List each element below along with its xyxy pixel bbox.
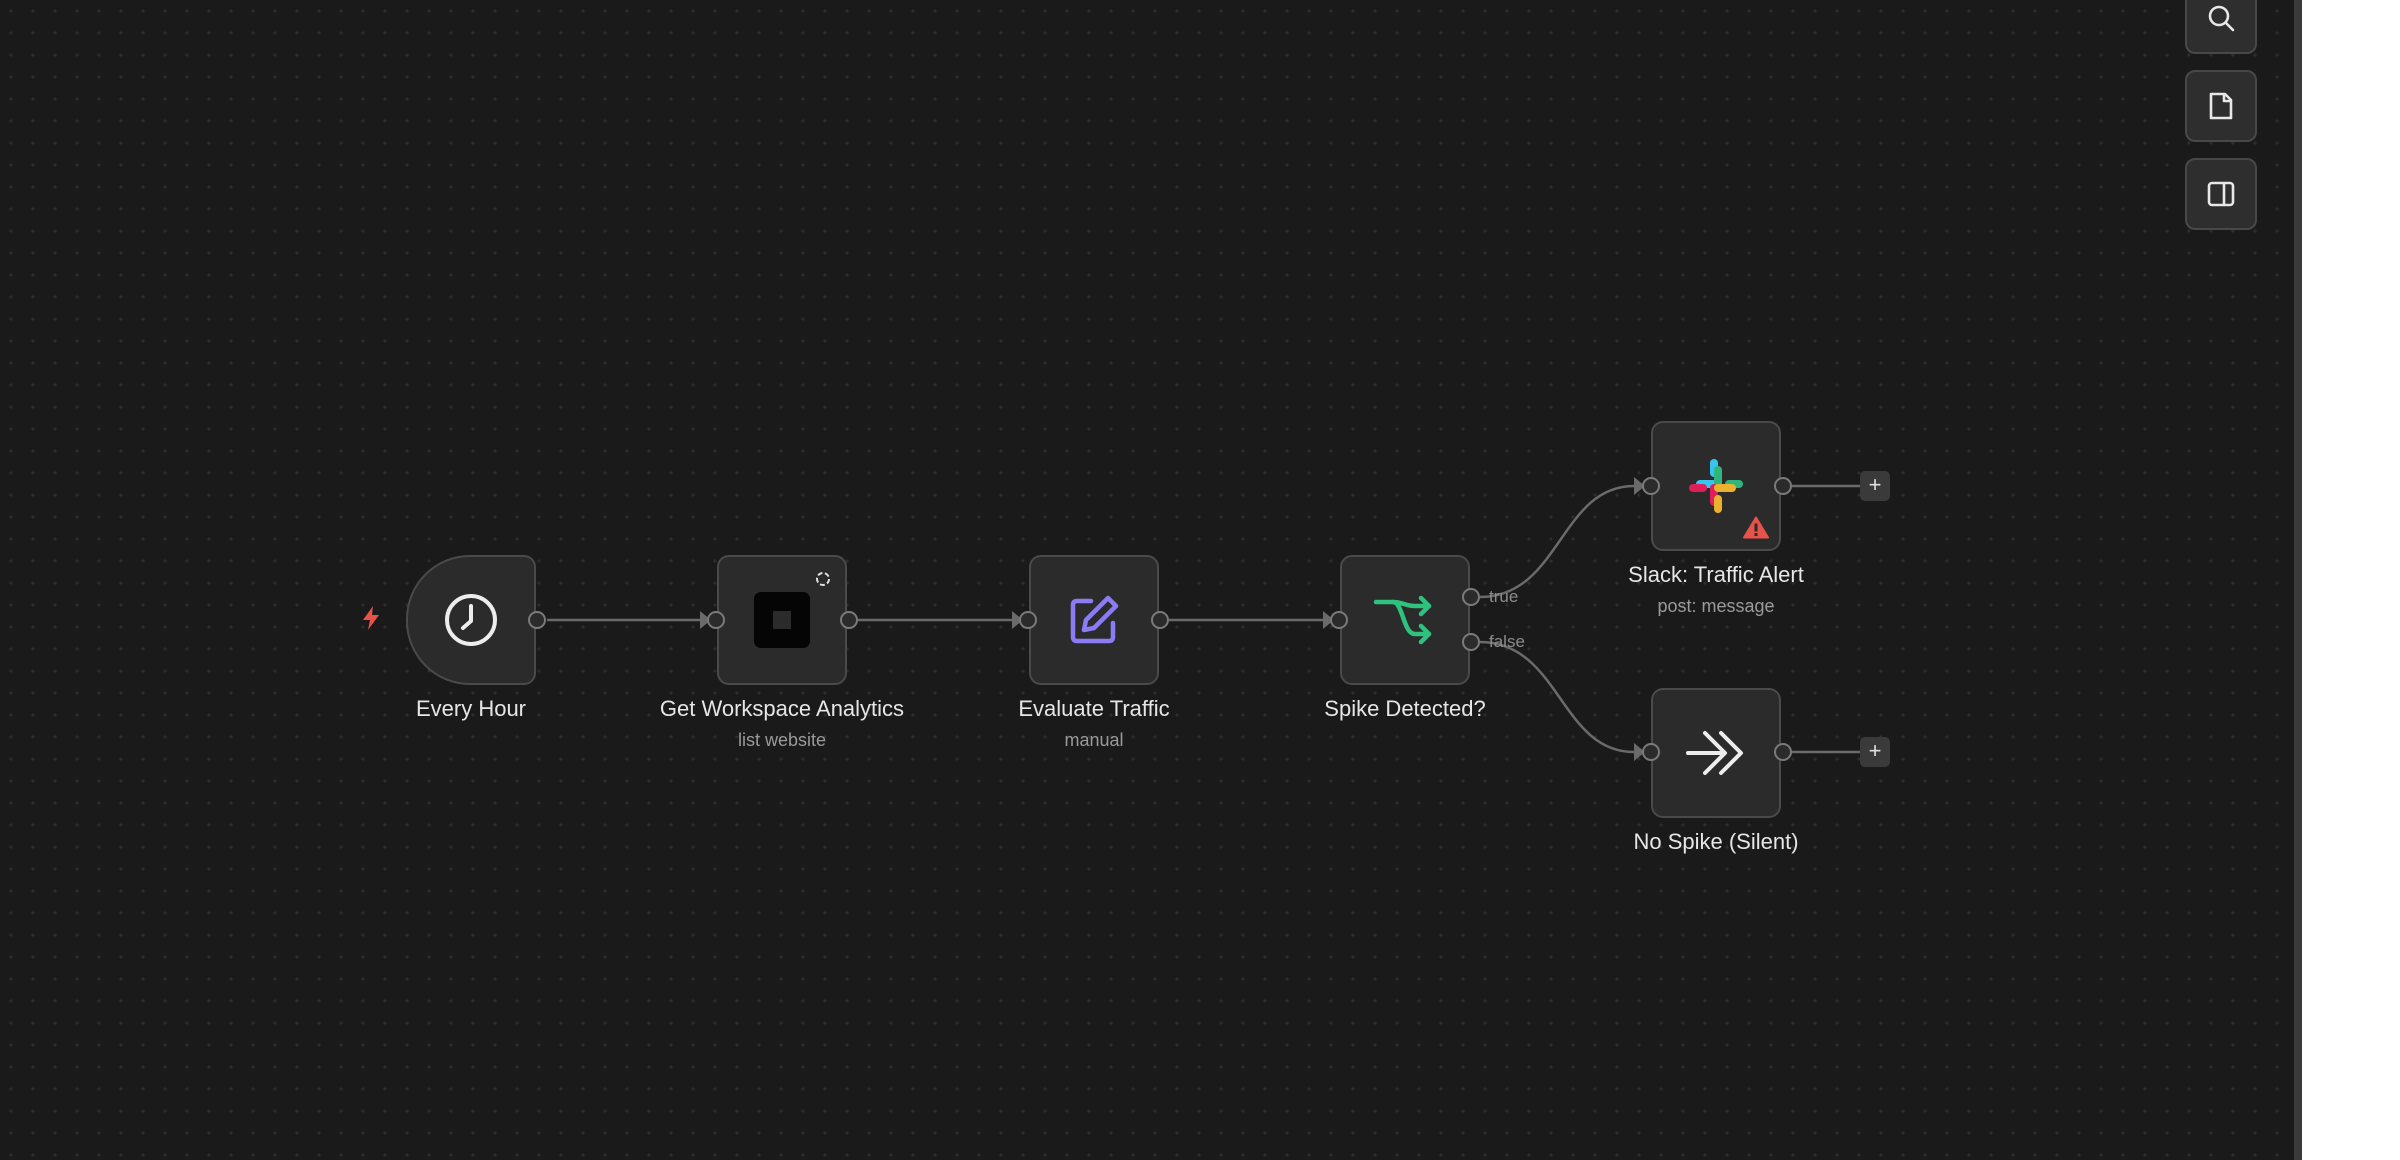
node-title: Spike Detected? xyxy=(1324,696,1486,721)
output-handle-true[interactable] xyxy=(1462,588,1480,606)
arrow-head xyxy=(1323,611,1334,629)
add-node-button[interactable]: + xyxy=(1860,737,1890,767)
input-handle[interactable] xyxy=(1642,477,1660,495)
search-icon xyxy=(2208,5,2235,32)
node-every-hour[interactable] xyxy=(406,555,536,685)
branch-label-true: true xyxy=(1489,587,1519,606)
node-title: No Spike (Silent) xyxy=(1633,829,1799,854)
input-handle[interactable] xyxy=(1330,611,1348,629)
node-subtitle: manual xyxy=(1064,730,1124,750)
clock-icon xyxy=(445,594,497,646)
edit-icon xyxy=(1070,595,1119,644)
input-handle[interactable] xyxy=(1642,743,1660,761)
node-subtitle: list website xyxy=(737,730,827,750)
app-square-icon xyxy=(754,592,810,648)
output-handle[interactable] xyxy=(1774,477,1792,495)
double-chevron-right-icon xyxy=(1686,731,1743,775)
node-title: Evaluate Traffic xyxy=(1018,696,1170,721)
connection-true-to-slack xyxy=(1479,484,1635,599)
output-handle[interactable] xyxy=(528,611,546,629)
node-title: Slack: Traffic Alert xyxy=(1628,562,1804,587)
node-title: Every Hour xyxy=(415,696,527,721)
warning-icon xyxy=(1743,516,1769,539)
connection-false-to-no-spike xyxy=(1479,640,1635,754)
output-handle[interactable] xyxy=(1151,611,1169,629)
arrow-head xyxy=(1012,611,1023,629)
node-spike-detected[interactable] xyxy=(1340,555,1470,685)
arrow-head xyxy=(1634,477,1645,495)
node-evaluate-traffic[interactable] xyxy=(1029,555,1159,685)
sticky-note-icon xyxy=(2209,92,2233,120)
node-slack-traffic-alert[interactable] xyxy=(1651,421,1781,551)
input-handle[interactable] xyxy=(707,611,725,629)
panel-toggle-icon xyxy=(2207,181,2235,207)
input-handle[interactable] xyxy=(1019,611,1037,629)
output-handle[interactable] xyxy=(1774,743,1792,761)
search-button[interactable] xyxy=(2185,0,2257,54)
node-get-workspace-analytics[interactable] xyxy=(717,555,847,685)
branch-icon xyxy=(1373,595,1432,645)
arrow-head xyxy=(1634,743,1645,761)
trigger-bolt-icon xyxy=(363,606,379,630)
node-title: Get Workspace Analytics xyxy=(659,696,905,721)
add-node-button[interactable]: + xyxy=(1860,471,1890,501)
panel-divider[interactable] xyxy=(2294,0,2302,1160)
panel-toggle-button[interactable] xyxy=(2185,158,2257,230)
sticky-note-button[interactable] xyxy=(2185,70,2257,142)
node-no-spike-silent[interactable] xyxy=(1651,688,1781,818)
side-panel xyxy=(2302,0,2400,1160)
output-handle[interactable] xyxy=(840,611,858,629)
arrow-head xyxy=(700,611,711,629)
focus-target-icon xyxy=(816,572,830,586)
slack-icon xyxy=(1689,459,1743,513)
branch-label-false: false xyxy=(1489,632,1525,651)
output-handle-false[interactable] xyxy=(1462,633,1480,651)
node-subtitle: post: message xyxy=(1657,596,1775,616)
